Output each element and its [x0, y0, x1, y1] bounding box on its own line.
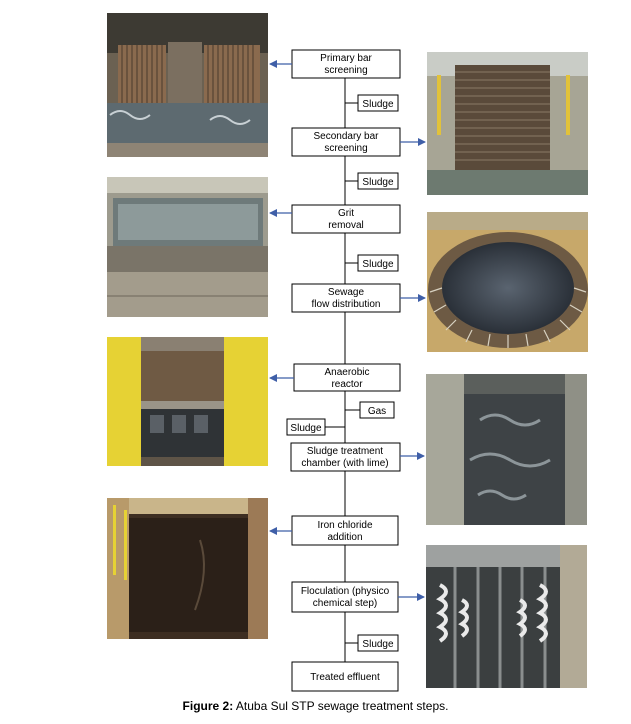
svg-text:chamber (with lime): chamber (with lime)	[301, 458, 388, 469]
sludge-branch-5: Sludge	[345, 634, 399, 652]
svg-text:Gas: Gas	[368, 406, 386, 417]
svg-text:Sludge: Sludge	[362, 177, 394, 188]
figure-caption-label: Figure 2:	[182, 699, 234, 713]
photo-anaerobic-reactor	[107, 337, 268, 466]
photo-iron-chloride-addition	[107, 498, 268, 639]
photo-floculation	[426, 545, 587, 688]
svg-text:screening: screening	[324, 143, 367, 154]
gas-branch: Gas	[345, 401, 395, 419]
photo-sewage-flow-distribution	[427, 212, 588, 352]
svg-text:Anaerobic: Anaerobic	[324, 367, 369, 378]
photo-secondary-bar-screening	[427, 52, 588, 195]
svg-text:Primary bar: Primary bar	[320, 53, 372, 64]
step-secondary-bar-screening: Secondary bar screening	[291, 127, 401, 157]
step-floculation: Floculation (physico chemical step)	[291, 581, 399, 613]
svg-text:Sludge: Sludge	[290, 423, 322, 434]
svg-text:reactor: reactor	[331, 379, 363, 390]
svg-text:Sludge: Sludge	[362, 259, 394, 270]
sludge-branch-4: Sludge	[286, 418, 345, 436]
sludge-branch-2: Sludge	[345, 172, 399, 190]
figure-caption: Figure 2: Atuba Sul STP sewage treatment…	[0, 699, 631, 713]
svg-text:Secondary bar: Secondary bar	[313, 131, 379, 142]
svg-text:Grit: Grit	[338, 208, 354, 219]
svg-text:Iron chloride: Iron chloride	[317, 520, 372, 531]
svg-text:chemical step): chemical step)	[313, 598, 377, 609]
step-grit-removal: Grit removal	[291, 204, 401, 234]
svg-text:Treated effluent: Treated effluent	[310, 672, 380, 683]
step-iron-chloride-addition: Iron chloride addition	[291, 515, 399, 546]
svg-text:screening: screening	[324, 65, 367, 76]
svg-text:Sludge: Sludge	[362, 639, 394, 650]
svg-text:Floculation (physico: Floculation (physico	[301, 586, 390, 597]
figure-caption-text: Atuba Sul STP sewage treatment steps.	[233, 699, 449, 713]
step-sludge-treatment-chamber: Sludge treatment chamber (with lime)	[290, 442, 401, 472]
svg-text:flow distribution: flow distribution	[312, 299, 381, 310]
svg-text:Sewage: Sewage	[328, 287, 365, 298]
svg-text:Sludge treatment: Sludge treatment	[307, 446, 383, 457]
sludge-branch-3: Sludge	[345, 254, 399, 272]
photo-primary-bar-screening	[107, 13, 268, 157]
step-sewage-flow-distribution: Sewage flow distribution	[291, 283, 401, 313]
step-anaerobic-reactor: Anaerobic reactor	[293, 363, 401, 392]
svg-text:removal: removal	[328, 220, 364, 231]
sludge-branch-1: Sludge	[345, 94, 399, 112]
step-treated-effluent: Treated effluent	[291, 661, 399, 692]
svg-text:Sludge: Sludge	[362, 99, 394, 110]
svg-text:addition: addition	[327, 532, 362, 543]
step-primary-bar-screening: Primary bar screening	[291, 49, 401, 79]
photo-sludge-treatment-chamber	[426, 374, 587, 525]
photo-grit-removal	[107, 177, 268, 317]
